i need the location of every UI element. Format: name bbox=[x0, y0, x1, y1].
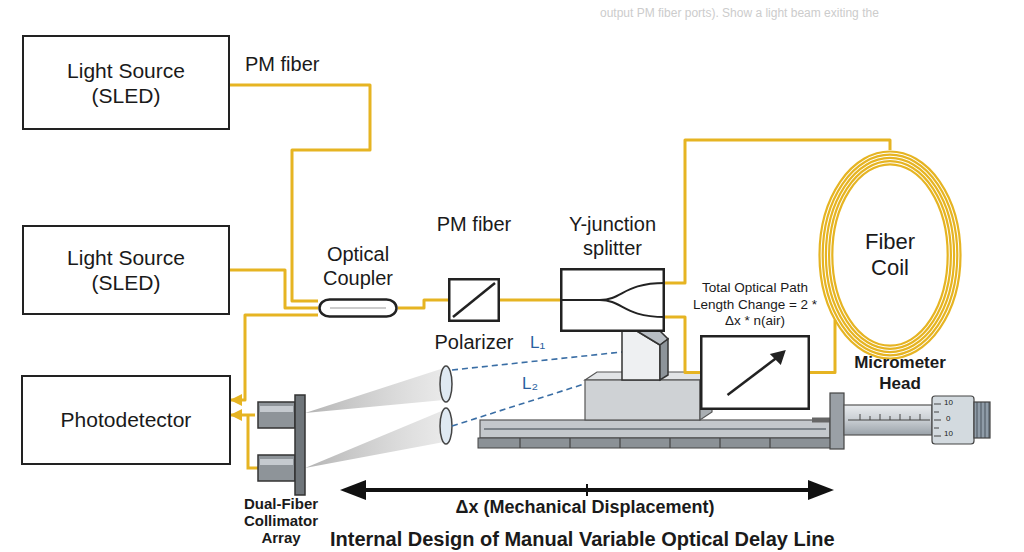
path-label: L₂ bbox=[522, 374, 538, 394]
photodetector-box: Photodetector bbox=[21, 375, 231, 465]
polarizer: Polarizer bbox=[448, 278, 500, 322]
fiber-connector bbox=[231, 315, 318, 400]
figure-caption: Internal Design of Manual Variable Optic… bbox=[330, 527, 835, 551]
fiber-connector bbox=[230, 270, 318, 308]
micrometer-ratchet bbox=[974, 402, 990, 438]
watermark-text: output PM fiber ports). Show a light bea… bbox=[600, 6, 879, 20]
node-text: Total Optical Path Length Change = 2 * Δ… bbox=[685, 280, 825, 329]
dimension-label: Δx (Mechanical Displacement) bbox=[440, 497, 730, 519]
micrometer-spindle bbox=[812, 418, 832, 423]
fiber-connector bbox=[665, 317, 700, 373]
node-text: Optical Coupler bbox=[303, 242, 413, 290]
lens bbox=[440, 408, 452, 444]
fiber-wire bbox=[248, 415, 258, 468]
dual-fiber-collimator: Dual-Fiber Collimator Array bbox=[255, 395, 307, 495]
sleeve-scale bbox=[860, 414, 920, 420]
micrometer-flange bbox=[830, 393, 844, 449]
light-source-box-outline bbox=[24, 37, 228, 128]
node-text: Y-junction splitter bbox=[553, 212, 673, 260]
translation-stage bbox=[585, 380, 700, 420]
node-text: Photodetector bbox=[31, 407, 221, 432]
node-text: Polarizer bbox=[419, 330, 529, 354]
scale-number: 10 bbox=[944, 429, 953, 439]
optical-path bbox=[452, 352, 622, 370]
rail-ticks bbox=[520, 438, 770, 448]
light-beam bbox=[305, 410, 444, 468]
scale-number: 10 bbox=[944, 398, 953, 408]
arrow-head bbox=[808, 480, 834, 500]
fiber-label: PM fiber bbox=[434, 212, 514, 236]
node-text: Light Source (SLED) bbox=[44, 57, 209, 107]
light-source-box: Light Source (SLED) bbox=[22, 225, 230, 315]
rail-base bbox=[478, 438, 834, 448]
light-source-box: Light Source (SLED) bbox=[22, 35, 230, 130]
node-text: Dual-Fiber Collimator Array bbox=[237, 495, 325, 546]
y-junction-splitter: Y-junction splitter bbox=[560, 268, 665, 332]
rail bbox=[480, 420, 830, 438]
light-source-box-outline bbox=[24, 227, 228, 313]
micrometer-sleeve bbox=[844, 405, 932, 435]
node-text: Fiber Coil bbox=[845, 229, 935, 282]
optical-coupler-outline bbox=[318, 298, 398, 318]
polarizer-outline bbox=[448, 278, 500, 322]
micrometer-thimble bbox=[932, 396, 974, 444]
variable-delay-line-outline bbox=[700, 335, 810, 410]
path-label: L₁ bbox=[530, 333, 545, 353]
fiber-coil: Fiber Coil bbox=[818, 150, 962, 360]
fiber-connector bbox=[810, 360, 835, 373]
fiber-connector bbox=[500, 299, 560, 302]
light-beam bbox=[305, 368, 444, 413]
variable-delay-line: Total Optical Path Length Change = 2 * Δ… bbox=[700, 335, 810, 410]
node-text: Light Source (SLED) bbox=[44, 245, 209, 295]
scale-number: 0 bbox=[946, 414, 950, 424]
arrow-tick bbox=[586, 484, 588, 496]
thimble-scale bbox=[934, 404, 941, 436]
fiber-label: PM fiber bbox=[245, 52, 319, 76]
y-junction-splitter-outline bbox=[560, 268, 665, 332]
rail-groove bbox=[484, 428, 826, 430]
fiber-connector bbox=[398, 300, 448, 308]
prism-side bbox=[660, 339, 668, 380]
dual-fiber-collimator-outline bbox=[255, 395, 307, 495]
fiber-connector bbox=[665, 140, 890, 283]
fiber-connector bbox=[231, 414, 255, 417]
arrow-head bbox=[340, 480, 366, 500]
part-label: Micrometer Head bbox=[846, 352, 954, 394]
optical-coupler: Optical Coupler bbox=[318, 298, 398, 318]
lens bbox=[440, 366, 452, 402]
